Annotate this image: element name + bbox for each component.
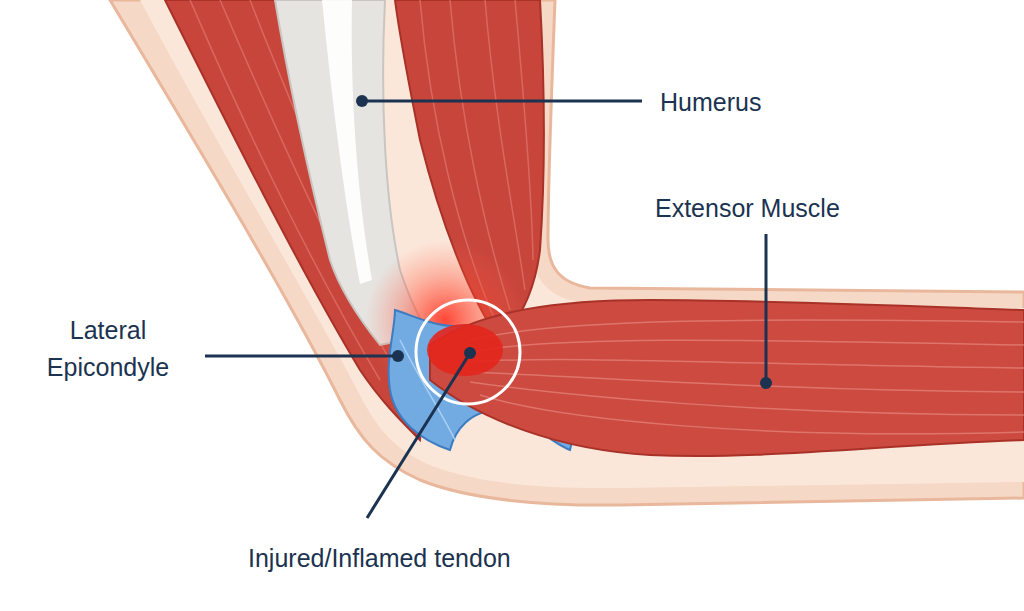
part-label: Humerus — [660, 84, 761, 121]
leader-dot — [760, 377, 772, 389]
bone-highlight — [322, 0, 372, 284]
skin-outline — [110, 0, 1024, 505]
inflamed-tendon — [427, 324, 503, 376]
part-label: Lateral Epicondyle — [28, 312, 188, 386]
muscle-fibres — [470, 320, 1024, 434]
leader-line — [765, 234, 768, 383]
part-label: Extensor Muscle — [655, 190, 840, 227]
highlight-ring — [416, 300, 520, 404]
leader-dots — [356, 95, 772, 389]
leader-dot — [356, 95, 368, 107]
extensor-muscle — [430, 300, 1024, 456]
leader-dot — [464, 347, 476, 359]
leader-line — [362, 100, 642, 103]
leader-line — [205, 355, 398, 358]
leader-lines — [205, 101, 766, 518]
leader-line — [367, 353, 470, 518]
inner-skin — [140, 0, 1024, 488]
part-label: Injured/Inflamed tendon — [248, 540, 511, 577]
leader-dot — [392, 350, 404, 362]
